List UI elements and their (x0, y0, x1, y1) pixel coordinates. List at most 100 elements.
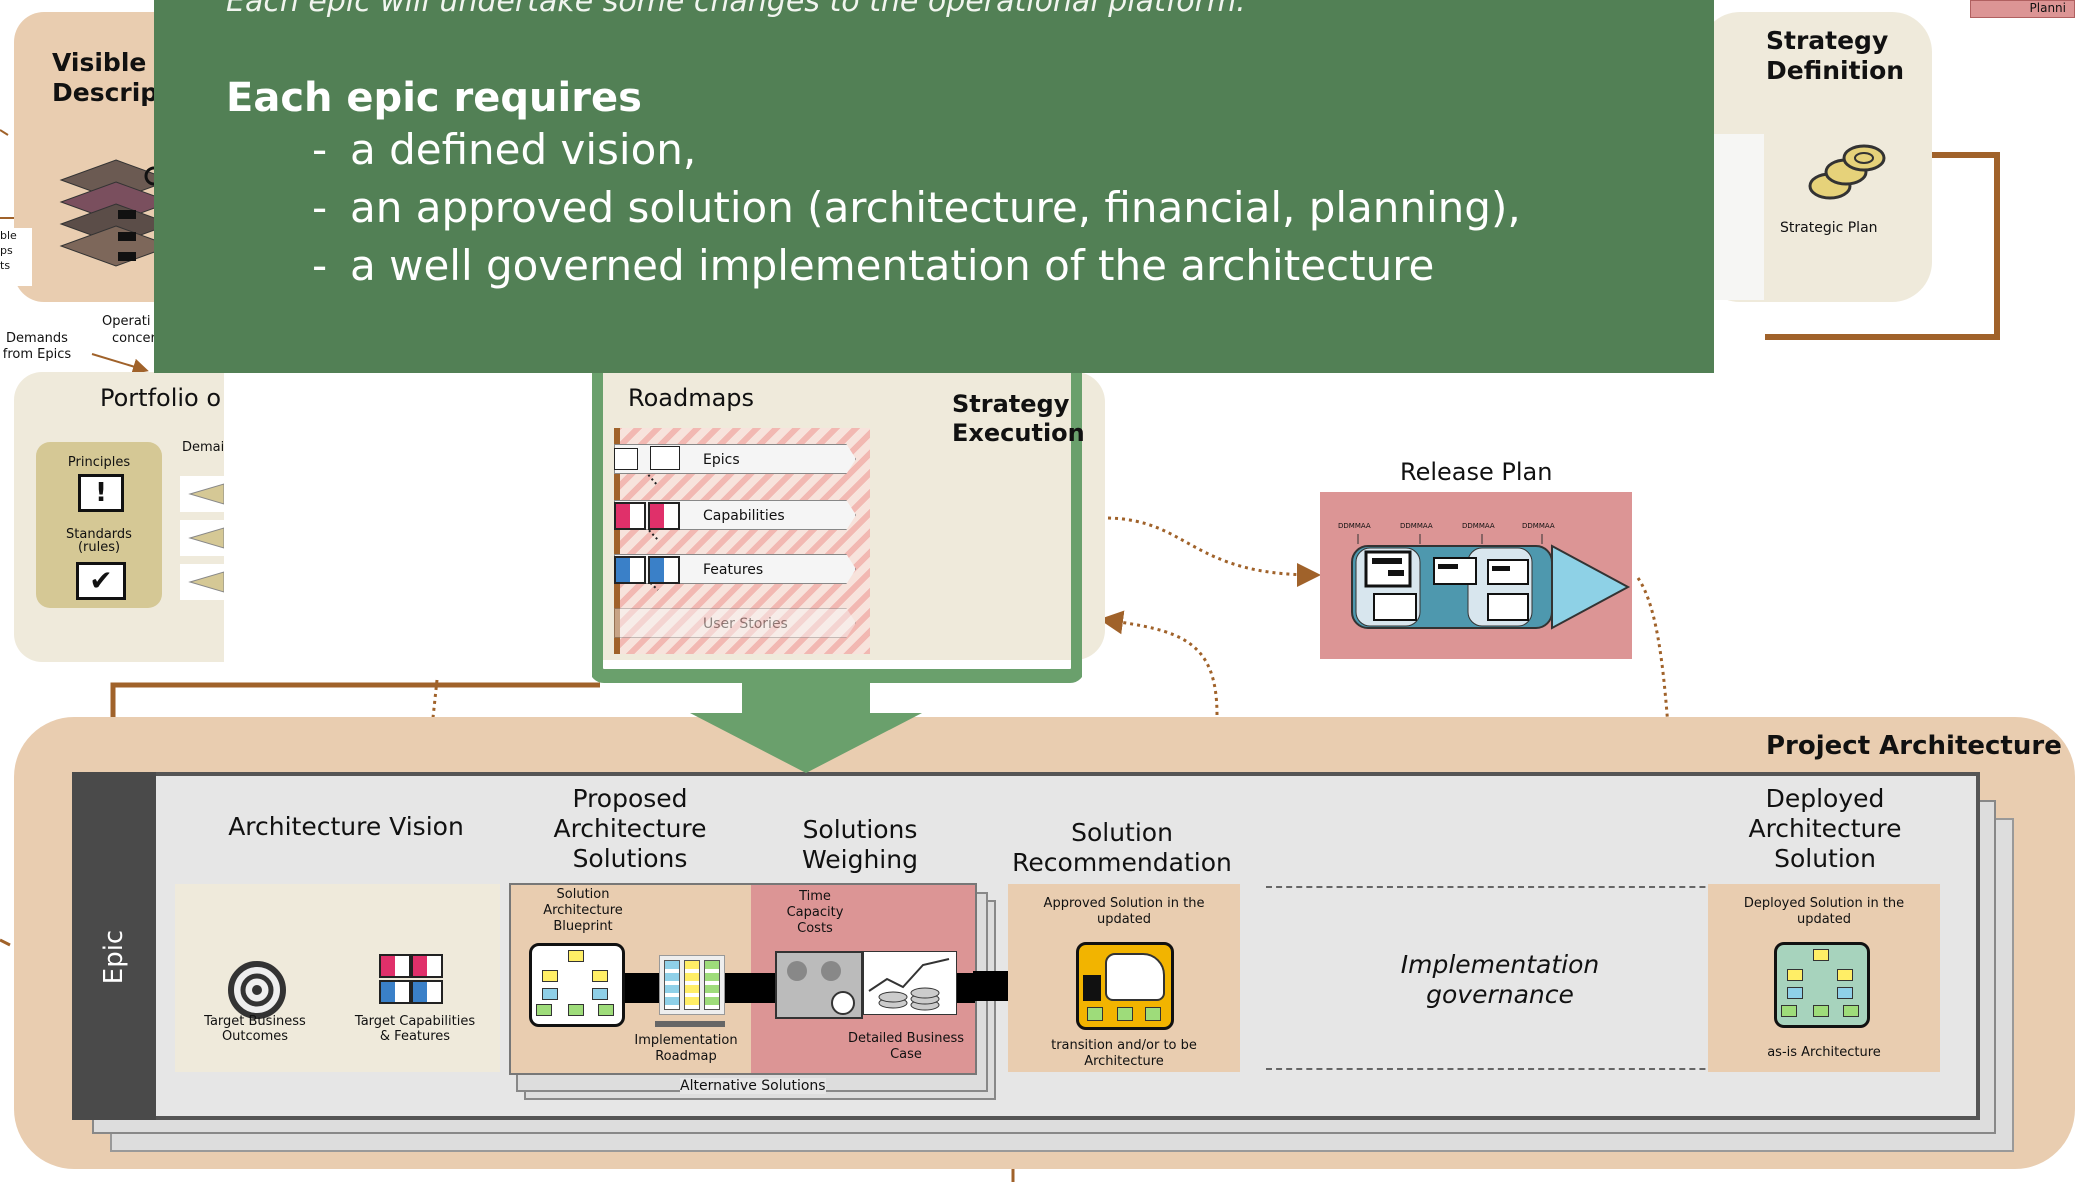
overlay-dash: - (312, 183, 328, 232)
overlay-dash: - (312, 125, 328, 174)
person-head (821, 961, 841, 981)
checkmark-icon: ✔ (76, 562, 126, 600)
cap-cell (411, 980, 443, 1004)
blueprint-label: Solution Architecture Blueprint (543, 887, 623, 934)
visible-epic-title: Visible E (52, 48, 173, 77)
implementation-governance-label: Implementation governance (1400, 950, 1600, 1009)
target-coins-icon (1808, 144, 1886, 200)
thumb-cuff (1083, 975, 1101, 1001)
release-plan-card: DDMMAA DDMMAA DDMMAA DDMMAA (1320, 492, 1632, 659)
strategic-plan-label: Strategic Plan (1780, 220, 1878, 236)
overlay-item-text: a defined vision, (350, 125, 697, 174)
strategy-execution-title: Strategy Execution (952, 390, 1085, 447)
roadmap-row-label: User Stories (703, 616, 788, 632)
roadmap-mini-col (664, 960, 680, 1010)
roadmap-row-label: Capabilities (703, 508, 785, 524)
release-plan-title: Release Plan (1400, 458, 1553, 486)
tree-node (542, 988, 558, 1000)
operational-label-2: concer (112, 331, 156, 346)
cap-cell (379, 980, 411, 1004)
feature-icon (648, 556, 680, 584)
tcc-label: Time Capacity Costs (786, 889, 844, 936)
architecture-vision-card: Target Business Outcomes Target Capabili… (175, 884, 500, 1072)
solutions-weighing-header: Solutions Weighing (802, 815, 918, 874)
demand-card (180, 564, 225, 600)
roadmap-row-user-stories: User Stories (614, 608, 856, 638)
thumb-hand (1105, 953, 1165, 1001)
tree-node (536, 1004, 552, 1016)
tree-node (1781, 1005, 1797, 1017)
project-architecture-title: Project Architecture (1766, 731, 2062, 761)
strategy-definition-title: Strategy Definition (1766, 26, 1905, 85)
alternative-solutions-box: Solution Architecture Blueprint Implemen… (509, 883, 977, 1075)
deployed-solution-label: Deployed Solution in the updated (1743, 896, 1905, 927)
demands-arrow (91, 353, 149, 375)
governance-top-dashed (1266, 886, 1776, 888)
fragment-text: ts (0, 259, 11, 272)
cap-cell (379, 954, 411, 978)
tree-node (568, 950, 584, 962)
demand-card (180, 476, 225, 512)
overlay-item: -a defined vision, (312, 121, 1714, 179)
overlay-item: -a well governed implementation of the a… (312, 237, 1714, 295)
roadmaps-title: Roadmaps (628, 384, 755, 412)
tree-node (1813, 949, 1829, 961)
strategy-definition-backdrop (1714, 134, 1764, 300)
flag-icon (614, 448, 638, 470)
thumb-node (1145, 1007, 1161, 1021)
architecture-vision-header: Architecture Vision (228, 812, 464, 841)
roadmap-timeline (614, 428, 620, 654)
target-outcomes-label: Target Business Outcomes (204, 1014, 306, 1044)
release-cylinder-icon (1351, 534, 1631, 630)
overlay-item-text: an approved solution (architecture, fina… (350, 183, 1521, 232)
exclamation-icon: ! (78, 474, 124, 512)
solution-recommendation-card: Approved Solution in the updated transit… (1008, 884, 1240, 1072)
deployed-architecture-header: Deployed Architecture Solution (1748, 784, 1902, 873)
implementation-roadmap-label: Implementation Roadmap (634, 1033, 738, 1064)
principles-label: Principles (67, 455, 131, 470)
transition-architecture-label: transition and/or to be Architecture (1051, 1038, 1197, 1069)
deployed-tree-icon (1774, 942, 1870, 1028)
overlay-dash: - (312, 241, 328, 290)
overlay-intro: Each epic will undertake some changes to… (226, 0, 1246, 19)
roadmaps-box: Roadmaps Strategy Execution Epics Capabi… (608, 370, 1085, 662)
feature-icon (614, 556, 646, 584)
tree-node (1813, 1005, 1829, 1017)
business-case-label: Detailed Business Case (847, 1031, 964, 1062)
tree-node (1787, 987, 1803, 999)
capability-icon (614, 502, 646, 530)
roadmap-arrow-icon (655, 1021, 725, 1027)
governance-bottom-dashed (1266, 1068, 1776, 1070)
epic-label: Epic (99, 929, 129, 985)
demand-card (180, 520, 225, 556)
tree-node (542, 970, 558, 982)
overlay-item-text: a well governed implementation of the ar… (350, 241, 1435, 290)
roadmap-mini-col (704, 960, 720, 1010)
release-tick-label: DDMMAA (1338, 522, 1371, 530)
demand-fragment: Demai (182, 440, 225, 455)
tree-node (1843, 1005, 1859, 1017)
layers-icon (59, 159, 173, 267)
deployed-architecture-card: Deployed Solution in the updated as-is A… (1708, 884, 1940, 1072)
release-tick-label: DDMMAA (1462, 522, 1495, 530)
thumb-node (1117, 1007, 1133, 1021)
roadmap-row-label: Features (703, 562, 764, 578)
overlay-item: -an approved solution (architecture, fin… (312, 179, 1714, 237)
capabilities-grid-icon (379, 954, 443, 1004)
people-clock-icon (775, 951, 863, 1019)
flag-icon (650, 446, 680, 470)
tree-node (1837, 969, 1853, 981)
proposed-solutions-header: Proposed Architecture Solutions (553, 784, 707, 873)
target-icon (228, 961, 286, 1019)
coins-chart-icon (863, 951, 957, 1015)
project-to-exec-dotted (1099, 610, 1219, 716)
roadmap-mini-icon (659, 955, 725, 1015)
person-head (787, 961, 807, 981)
release-tick-label: DDMMAA (1400, 522, 1433, 530)
cap-cell (411, 954, 443, 978)
portfolio-panel: Portfolio o Principles ! Standards (rule… (14, 372, 225, 662)
clock-icon (831, 991, 855, 1015)
thumbs-up-icon (1076, 942, 1174, 1030)
approved-solution-label: Approved Solution in the updated (1043, 896, 1205, 927)
tree-node (592, 988, 608, 1000)
